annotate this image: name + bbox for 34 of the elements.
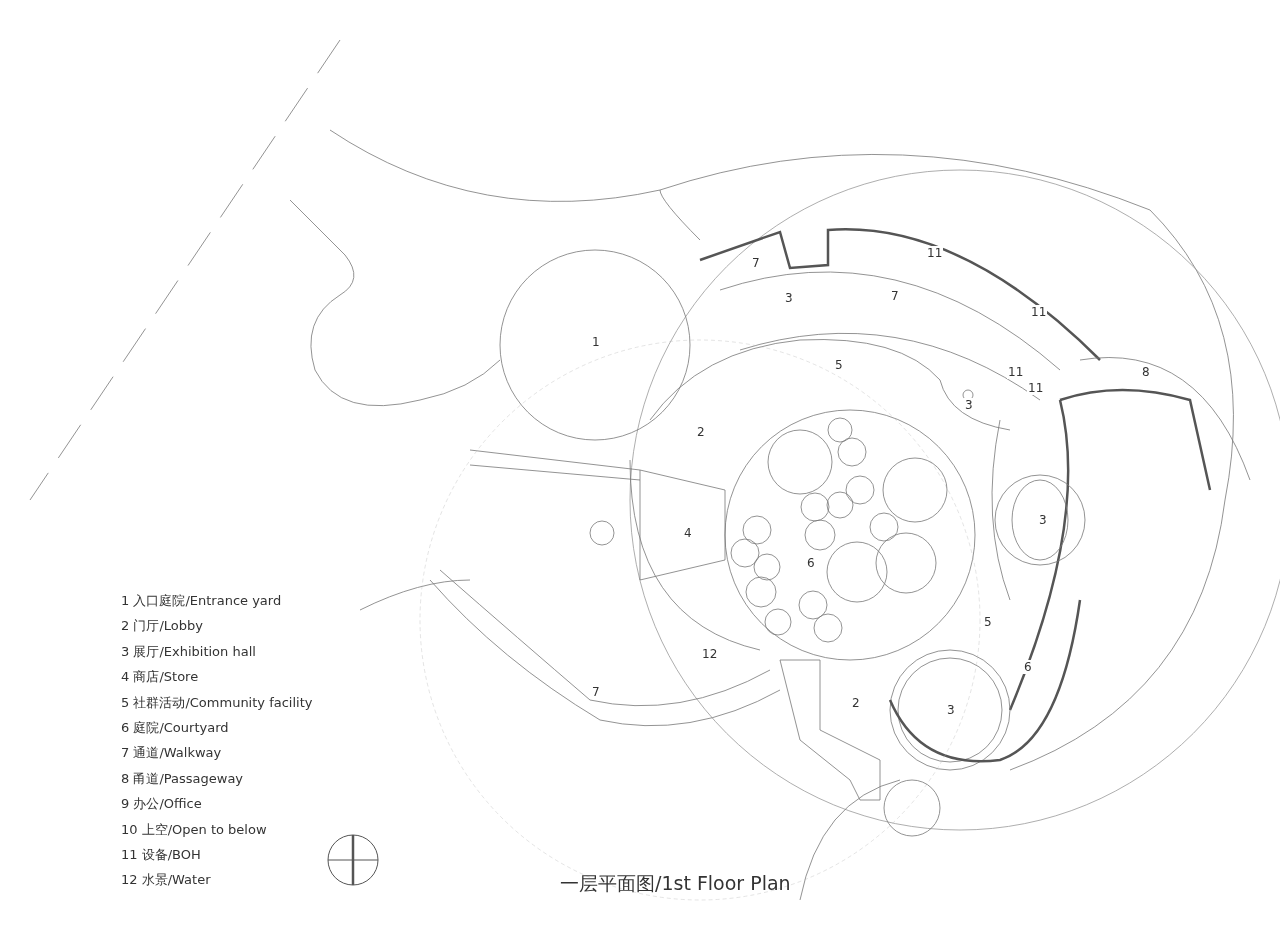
room-number: 12 — [701, 647, 719, 661]
key-entry: 9 办公/Office — [121, 796, 202, 813]
key-entry: 10 上空/Open to below — [121, 821, 267, 838]
room-number: 3 — [784, 291, 794, 305]
room-number: 7 — [591, 685, 601, 699]
key-entry: 12 水景/Water — [121, 872, 211, 889]
key-entry: 5 社群活动/Community facility — [121, 694, 313, 711]
room-number: 3 — [1038, 513, 1048, 527]
room-number: 11 — [1007, 365, 1025, 379]
key-entry: 8 甬道/Passageway — [121, 770, 244, 787]
room-number: 3 — [964, 398, 974, 412]
room-number: 4 — [683, 526, 693, 540]
room-number: 7 — [751, 256, 761, 270]
room-number: 11 — [1027, 381, 1045, 395]
key-entry: 6 庭院/Courtyard — [121, 720, 229, 736]
key-entry: 4 商店/Store — [121, 669, 199, 686]
room-number: 11 — [926, 246, 944, 260]
room-number: 1 — [591, 335, 601, 349]
key-entry: 11 设备/BOH — [121, 847, 201, 863]
room-number: 5 — [834, 358, 844, 372]
room-number: 2 — [696, 425, 706, 439]
plan-title: 一层平面图/1st Floor Plan — [560, 871, 791, 896]
key-entry: 2 门厅/Lobby — [121, 618, 203, 635]
room-number: 11 — [1030, 305, 1048, 319]
key-entry: 7 通道/Walkway — [121, 745, 222, 762]
key-entry: 1 入口庭院/Entrance yard — [121, 593, 282, 609]
room-number: 6 — [806, 556, 816, 570]
room-number: 3 — [946, 703, 956, 717]
room-number: 8 — [1141, 365, 1151, 379]
room-number: 7 — [890, 289, 900, 303]
room-number: 2 — [851, 696, 861, 710]
key-entry: 3 展厅/Exhibition hall — [121, 643, 256, 660]
room-number: 6 — [1023, 660, 1033, 674]
room-number: 5 — [983, 615, 993, 629]
